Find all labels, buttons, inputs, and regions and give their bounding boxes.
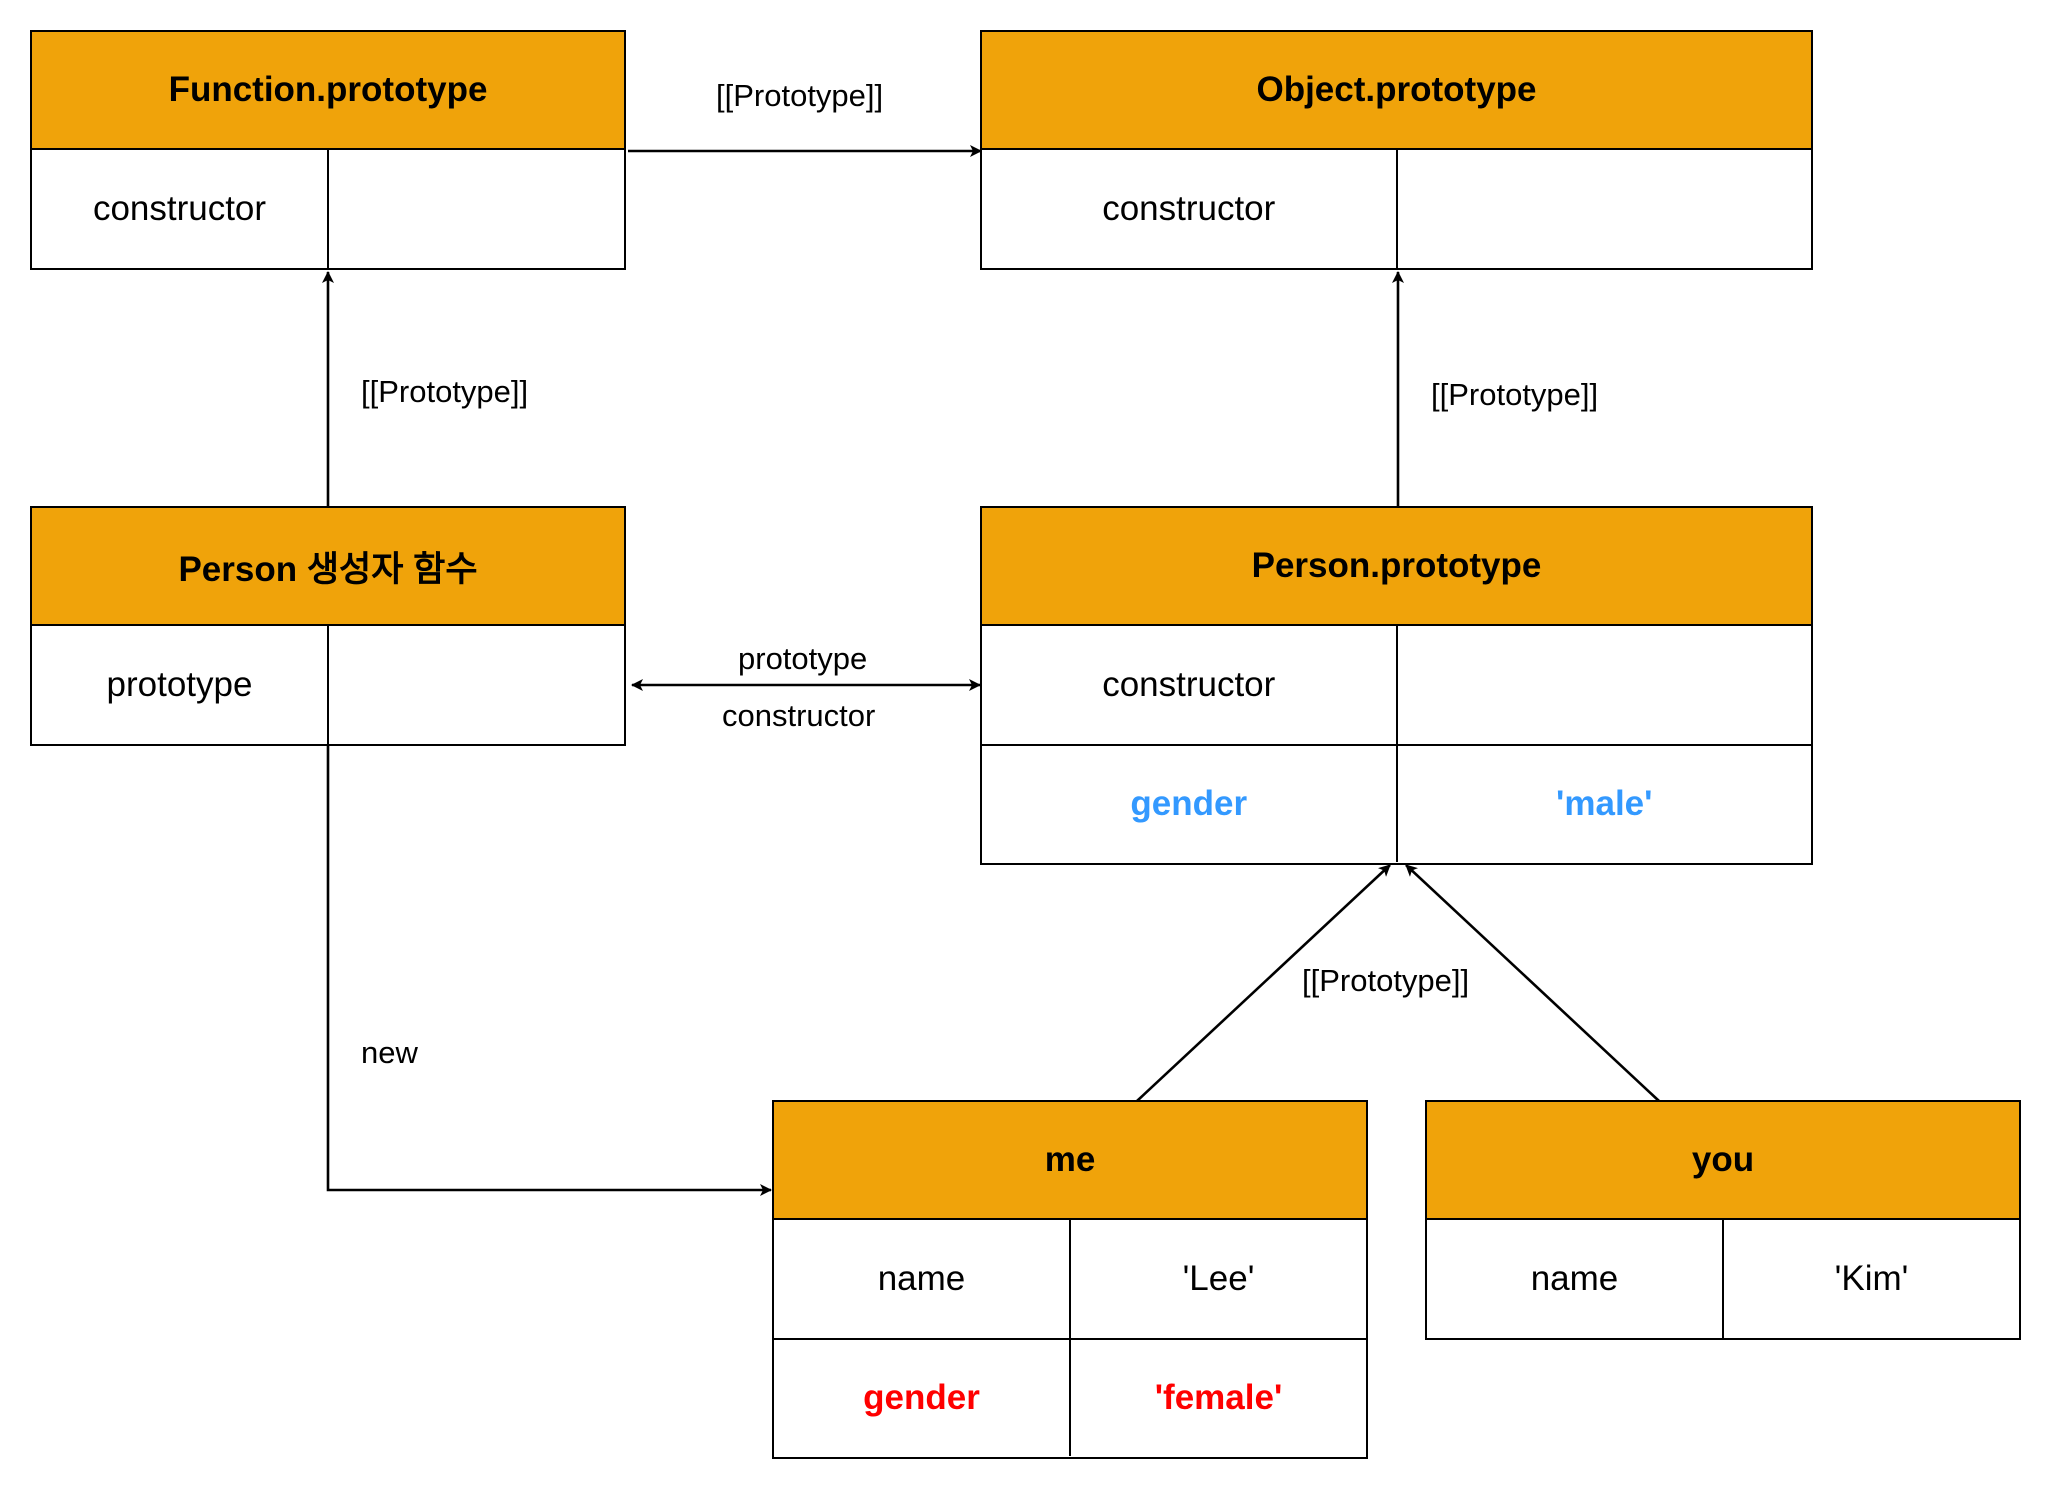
edge-you-to-personproto: [1405, 864, 1660, 1102]
node-person-prototype: Person.prototype constructor gender 'mal…: [980, 506, 1813, 865]
edge-label-instances-to-personproto: [[Prototype]]: [1298, 963, 1474, 998]
edge-label-prototype: prototype: [738, 641, 868, 676]
node-title: Object.prototype: [982, 32, 1811, 150]
property-value: [327, 150, 624, 268]
node-title: me: [774, 1102, 1366, 1220]
property-key: prototype: [106, 665, 253, 704]
edge-new: [326, 745, 772, 1196]
node-title: Person.prototype: [982, 508, 1811, 626]
edge-label-function-to-object: [[Prototype]]: [712, 78, 888, 113]
node-title: you: [1427, 1102, 2019, 1220]
node-me: me name 'Lee' gender 'female': [772, 1100, 1368, 1459]
property-value: [327, 626, 624, 744]
node-row: name 'Kim': [1427, 1220, 2019, 1338]
edge-me-to-personproto: [1136, 864, 1391, 1102]
property-key: constructor: [1102, 665, 1276, 704]
edge-label-constructor: constructor: [722, 698, 876, 733]
node-object-prototype: Object.prototype constructor: [980, 30, 1813, 270]
node-row: name 'Lee': [774, 1220, 1366, 1338]
property-key: name: [1530, 1259, 1619, 1298]
property-key: gender: [1130, 784, 1248, 823]
node-row: constructor: [32, 150, 624, 268]
node-row: constructor: [982, 150, 1811, 268]
node-title: Person 생성자 함수: [32, 508, 624, 626]
node-row: gender 'male': [982, 744, 1811, 862]
node-function-prototype: Function.prototype constructor: [30, 30, 626, 270]
property-value: 'Kim': [1722, 1220, 2019, 1338]
node-title: Function.prototype: [32, 32, 624, 150]
node-row: gender 'female': [774, 1338, 1366, 1456]
property-value: 'Lee': [1069, 1220, 1366, 1338]
edge-label-new: new: [361, 1035, 418, 1070]
node-you: you name 'Kim': [1425, 1100, 2021, 1340]
node-row: prototype: [32, 626, 624, 744]
property-key: name: [877, 1259, 966, 1298]
property-key: constructor: [92, 189, 267, 228]
node-person-constructor: Person 생성자 함수 prototype: [30, 506, 626, 746]
property-value: [1395, 150, 1812, 268]
edge-label-personproto-to-object: [[Prototype]]: [1427, 377, 1603, 412]
property-key: constructor: [1102, 189, 1276, 228]
property-value: 'male': [1395, 746, 1812, 862]
property-value: [1395, 626, 1812, 744]
property-key: gender: [863, 1378, 980, 1417]
edge-label-person-to-function: [[Prototype]]: [357, 374, 533, 409]
property-value: 'female': [1069, 1340, 1366, 1456]
node-row: constructor: [982, 626, 1811, 744]
